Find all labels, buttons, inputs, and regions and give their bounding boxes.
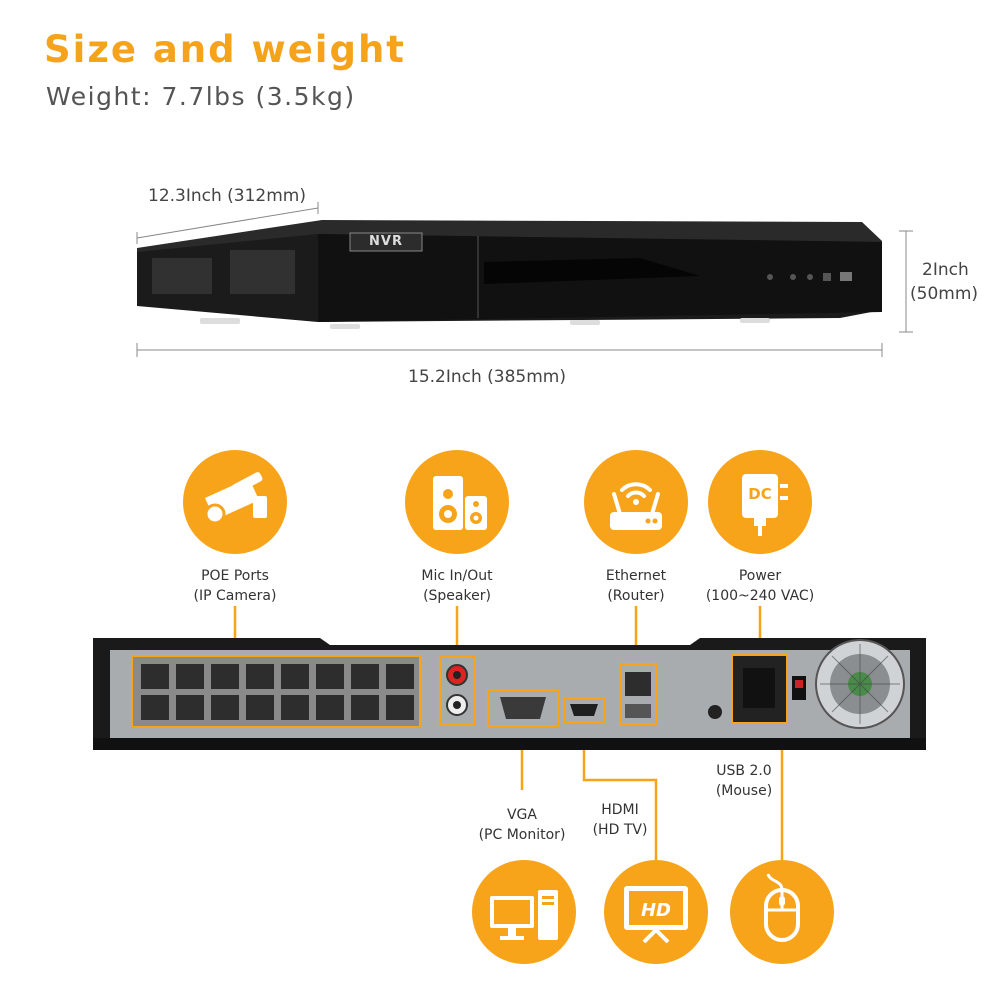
height-dimension-metric: (50mm) — [910, 284, 979, 304]
usb-label: USB 2.0(Mouse) — [715, 763, 773, 799]
weight-text: Weight: 7.7lbs (3.5kg) — [46, 82, 356, 111]
hdmi-label: HDMI(HD TV) — [592, 802, 648, 838]
camera-icon — [183, 450, 287, 554]
front-badge: NVR — [369, 234, 403, 249]
width-dimension: 15.2Inch (385mm) — [408, 367, 566, 387]
mic-label: Mic In/Out(Speaker) — [421, 568, 493, 604]
mouse-icon — [730, 860, 834, 964]
vga-label: VGA(PC Monitor) — [478, 807, 566, 843]
ethernet-label: Ethernet(Router) — [605, 568, 667, 604]
height-dimension-value: 2Inch — [922, 260, 969, 280]
speaker-icon — [405, 450, 509, 554]
poe-ports-label: POE Ports(IP Camera) — [193, 568, 277, 604]
power-adapter-label: DC — [748, 485, 771, 503]
power-label: Power(100~240 VAC) — [705, 568, 815, 604]
depth-dimension: 12.3Inch (312mm) — [148, 186, 306, 206]
power-adapter-icon: DC — [708, 450, 812, 554]
router-icon — [584, 450, 688, 554]
page-title: Size and weight — [44, 28, 406, 71]
hd-tv-icon: HD — [604, 860, 708, 964]
hd-tv-label: HD — [641, 900, 671, 921]
computer-icon — [472, 860, 576, 964]
nvr-front-view — [136, 202, 913, 357]
